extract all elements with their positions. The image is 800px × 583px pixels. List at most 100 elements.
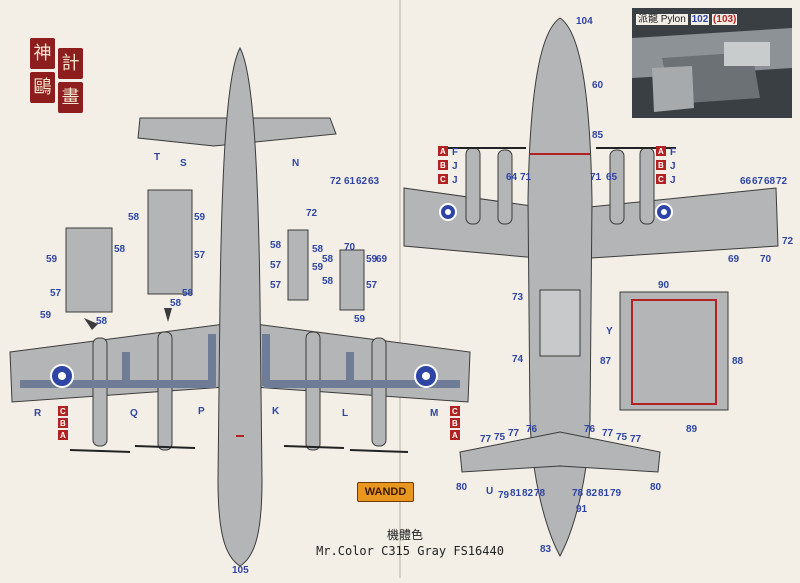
- num-60: 60: [592, 80, 604, 91]
- engine-nacelles: [92, 331, 387, 451]
- pylon-photo-image: [632, 8, 792, 118]
- wing-letter-p: P: [198, 406, 205, 417]
- svg-text:88: 88: [732, 356, 744, 367]
- svg-text:71: 71: [590, 172, 602, 183]
- svg-text:B: B: [658, 161, 664, 170]
- svg-text:57: 57: [366, 280, 378, 291]
- svg-text:67: 67: [752, 176, 764, 187]
- svg-text:A: A: [658, 147, 664, 156]
- pylon-arrows: [84, 308, 172, 330]
- svg-text:82: 82: [586, 488, 598, 499]
- photo-part-alt: (103): [712, 14, 738, 25]
- svg-text:58: 58: [322, 254, 334, 265]
- svg-text:A: A: [440, 147, 446, 156]
- photo-part-number: 102: [690, 14, 710, 25]
- svg-text:57: 57: [50, 288, 62, 299]
- svg-text:71: 71: [520, 172, 532, 183]
- svg-text:70: 70: [344, 242, 356, 253]
- svg-text:77: 77: [602, 428, 614, 439]
- seal-char-1: 神: [30, 38, 55, 69]
- svg-text:J: J: [452, 161, 458, 172]
- seal-char-4: 畫: [58, 82, 83, 113]
- svg-text:91: 91: [576, 504, 588, 515]
- tail-letter-n: N: [292, 158, 299, 169]
- svg-text:C: C: [452, 407, 458, 416]
- top-view-propellers: [69, 445, 409, 453]
- option-codes-bottom-left: A B C F J J: [438, 146, 458, 186]
- tail-letter-t: T: [154, 152, 160, 163]
- svg-text:90: 90: [658, 280, 670, 291]
- svg-text:Y: Y: [606, 326, 613, 337]
- svg-text:89: 89: [686, 424, 698, 435]
- detail-view-1: 59 58 57: [46, 227, 126, 313]
- detail-view-3: 58 57 58 59 57: [270, 229, 324, 301]
- svg-text:A: A: [452, 431, 458, 440]
- svg-text:C: C: [658, 175, 664, 184]
- tail-letter-s: S: [180, 158, 187, 169]
- svg-text:B: B: [452, 419, 458, 428]
- svg-text:80: 80: [650, 482, 662, 493]
- svg-text:J: J: [670, 161, 676, 172]
- svg-text:59: 59: [366, 254, 378, 265]
- svg-text:65: 65: [606, 172, 618, 183]
- svg-text:C: C: [60, 407, 66, 416]
- svg-text:62: 62: [356, 176, 368, 187]
- svg-text:79: 79: [610, 488, 622, 499]
- svg-text:79: 79: [498, 490, 510, 501]
- bomb-bay: [539, 289, 581, 357]
- svg-text:80: 80: [456, 482, 468, 493]
- paint-spec: Mr.Color C315 Gray FS16440: [316, 544, 504, 558]
- top-view-walkways: [20, 334, 460, 388]
- option-codes-bottom-right: A B C F J J: [656, 146, 676, 186]
- num-85: 85: [592, 130, 604, 141]
- photo-label: 派龍 Pylon: [636, 14, 688, 25]
- svg-text:J: J: [670, 175, 676, 186]
- svg-text:87: 87: [600, 356, 612, 367]
- svg-text:70: 70: [760, 254, 772, 265]
- pylon-photo: 派龍 Pylon 102 (103): [632, 8, 792, 118]
- wing-letter-l: L: [342, 408, 348, 419]
- detail-view-5: 59 58 58: [40, 288, 194, 327]
- svg-text:76: 76: [526, 424, 538, 435]
- nose-number-105: 105: [232, 565, 249, 576]
- svg-text:59: 59: [46, 254, 58, 265]
- photo-caption: 派龍 Pylon 102 (103): [636, 10, 792, 25]
- svg-text:77: 77: [480, 434, 492, 445]
- svg-text:57: 57: [270, 280, 282, 291]
- detail-view-4: 58 59 58 57 59: [322, 249, 378, 325]
- svg-text:75: 75: [494, 432, 506, 443]
- svg-text:72: 72: [306, 208, 318, 219]
- svg-text:72: 72: [330, 176, 342, 187]
- svg-text:78: 78: [572, 488, 584, 499]
- option-codes-top-right: C B A: [450, 406, 460, 440]
- svg-text:69: 69: [376, 254, 388, 265]
- option-codes-top-left: C B A: [58, 406, 68, 440]
- svg-text:F: F: [452, 147, 458, 158]
- seal-char-2: 計: [58, 48, 83, 79]
- svg-text:58: 58: [182, 288, 194, 299]
- svg-text:61: 61: [344, 176, 356, 187]
- svg-text:58: 58: [322, 276, 334, 287]
- svg-text:74: 74: [512, 354, 524, 365]
- svg-text:58: 58: [270, 240, 282, 251]
- svg-text:77: 77: [508, 428, 520, 439]
- seal-logo: 神 計 鷗 畫: [30, 38, 84, 113]
- svg-text:C: C: [440, 175, 446, 184]
- paint-title: 機體色: [386, 528, 423, 542]
- svg-text:J: J: [452, 175, 458, 186]
- brand-logo: WANDD: [357, 482, 414, 502]
- svg-text:U: U: [486, 486, 493, 497]
- svg-text:75: 75: [616, 432, 628, 443]
- svg-text:72: 72: [776, 176, 788, 187]
- detail-view-2: 58 59 57 58: [128, 189, 206, 309]
- svg-text:A: A: [60, 431, 66, 440]
- svg-text:B: B: [440, 161, 446, 170]
- svg-text:58: 58: [128, 212, 140, 223]
- svg-text:59: 59: [354, 314, 366, 325]
- svg-text:69: 69: [728, 254, 740, 265]
- svg-text:72: 72: [782, 236, 794, 247]
- svg-text:76: 76: [584, 424, 596, 435]
- svg-text:58: 58: [170, 298, 182, 309]
- svg-text:81: 81: [510, 488, 522, 499]
